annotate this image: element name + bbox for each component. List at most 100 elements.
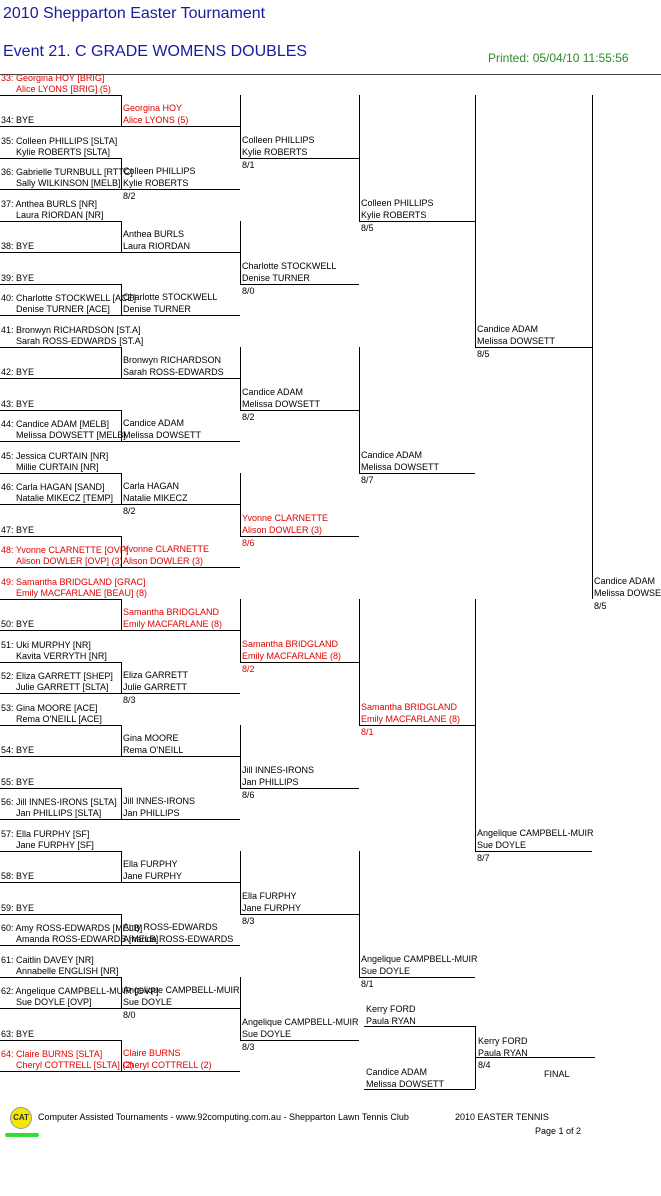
entry-line — [0, 409, 121, 411]
entry-line — [0, 630, 121, 631]
result-line — [359, 220, 475, 222]
bracket-connector — [240, 220, 241, 284]
result-line — [240, 661, 359, 663]
r2-winner: Samantha BRIDGLAND — [123, 607, 220, 617]
entry-52-name: 52: Eliza GARRETT [SHEP] — [1, 671, 113, 681]
entry-line — [0, 850, 121, 852]
entry-line — [0, 220, 121, 222]
r2-winner: Amy ROSS-EDWARDS — [123, 922, 218, 932]
entry-56-partner: Jan PHILLIPS [SLTA] — [16, 808, 102, 818]
r4-winner-partner: Kylie ROBERTS — [361, 209, 427, 220]
r3-score: 8/2 — [242, 663, 255, 674]
entry-40-name: 40: Charlotte STOCKWELL [ACE] — [1, 293, 137, 303]
entry-47-name: 47: BYE — [1, 524, 35, 535]
page-number: Page 1 of 2 — [535, 1126, 582, 1136]
entry-line — [0, 661, 121, 663]
entry-48-partner: Alison DOWLER [OVP] (3) — [16, 556, 123, 566]
entry-49-name: 49: Samantha BRIDGLAND [GRAC] — [1, 576, 146, 587]
entry-line — [0, 693, 121, 694]
entry-35-name: 35: Colleen PHILLIPS [SLTA] — [1, 135, 118, 146]
entry-61-partner: Annabelle ENGLISH [NR] — [16, 965, 119, 976]
r4-winner-partner: Emily MACFARLANE (8) — [361, 713, 461, 724]
entry-line — [0, 756, 121, 757]
r5-score: 8/5 — [477, 348, 490, 359]
entry-49-partner: Emily MACFARLANE [BEAU] (8) — [16, 587, 148, 598]
entry-52-partner: Julie GARRETT [SLTA] — [16, 682, 109, 692]
r2-winner: Bronwyn RICHARDSON — [123, 355, 222, 365]
r3-score: 8/6 — [242, 537, 255, 548]
entry-line — [0, 94, 121, 96]
entry-64-partner: Cheryl COTTRELL [SLTA] (2) — [16, 1060, 134, 1070]
bracket-connector — [121, 976, 122, 1008]
bracket-connector — [240, 94, 241, 158]
r3-winner: Ella FURPHY — [242, 890, 297, 901]
r2-winner: Candice ADAM — [123, 418, 185, 428]
r5-winner: Angelique CAMPBELL-MUIR — [477, 827, 594, 838]
bracket-connector — [240, 598, 241, 662]
bracket-connector — [475, 94, 476, 347]
result-line — [121, 189, 240, 190]
entry-41-name: 41: Bronwyn RICHARDSON [ST.A] — [1, 324, 141, 335]
result-line — [240, 1039, 359, 1041]
result-line — [121, 378, 240, 379]
bracket-connector — [121, 787, 122, 819]
r4-score: 8/1 — [361, 978, 374, 989]
entry-line — [0, 535, 121, 537]
entry-51-name: 51: Uki MURPHY [NR] — [1, 639, 91, 650]
final-score: 8/4 — [478, 1060, 491, 1070]
entry-34-name: 34: BYE — [1, 115, 35, 125]
entry-line — [0, 441, 121, 442]
final-name-1: Kerry FORD — [478, 1036, 528, 1046]
entry-60-partner: Amanda ROSS-EDWARDS [MELB] — [16, 934, 159, 944]
r3-winner: Angelique CAMPBELL-MUIR — [242, 1016, 359, 1027]
r3-winner: Candice ADAM — [242, 386, 304, 397]
entry-line — [0, 787, 121, 789]
final-name-2: Paula RYAN — [478, 1048, 528, 1058]
r2-winner-partner: Jane FURPHY — [123, 871, 183, 881]
printed-timestamp: Printed: 05/04/10 11:55:56 — [488, 51, 629, 65]
r2-winner-partner: Sarah ROSS-EDWARDS — [123, 367, 224, 377]
r4-winner: Angelique CAMPBELL-MUIR — [361, 953, 478, 964]
r4-score: 8/1 — [361, 726, 374, 737]
entry-60-name: 60: Amy ROSS-EDWARDS [MELB] — [1, 923, 143, 933]
r2-winner: Yvonne CLARNETTE — [123, 544, 210, 554]
r2-winner-partner: Kylie ROBERTS — [123, 178, 189, 188]
bracket-connector — [121, 409, 122, 441]
bracket-connector — [240, 976, 241, 1040]
other-name-4: Melissa DOWSETT — [366, 1079, 445, 1089]
entry-42-name: 42: BYE — [1, 367, 35, 377]
result-line — [240, 535, 359, 537]
entry-43-name: 43: BYE — [1, 398, 35, 409]
entry-50-name: 50: BYE — [1, 619, 35, 629]
r4-winner-partner: Melissa DOWSETT — [361, 461, 440, 472]
r2-winner-partner: Jan PHILLIPS — [123, 808, 180, 818]
r3-winner: Jill INNES-IRONS — [242, 764, 315, 775]
r2-winner-partner: Amanda ROSS-EDWARDS — [123, 934, 234, 944]
r3-winner-partner: Jane FURPHY — [242, 902, 302, 913]
entry-45-partner: Millie CURTAIN [NR] — [16, 461, 99, 472]
r2-winner: Angelique CAMPBELL-MUIR — [123, 985, 240, 995]
bracket-connector — [121, 535, 122, 567]
bracket-connector — [121, 220, 122, 252]
bracket-connector — [121, 598, 122, 630]
r2-score: 8/3 — [123, 695, 136, 705]
entry-48-name: 48: Yvonne CLARNETTE [OVP] — [1, 545, 129, 555]
entry-line — [0, 945, 121, 946]
result-line — [121, 1071, 240, 1072]
r3-winner: Charlotte STOCKWELL — [242, 260, 337, 271]
r6-winner-partner: Melissa DOWSETT — [594, 587, 661, 598]
r2-winner: Carla HAGAN — [123, 481, 180, 491]
entry-57-partner: Jane FURPHY [SF] — [16, 839, 94, 850]
r3-winner-partner: Alison DOWLER (3) — [242, 524, 323, 535]
r2-winner-partner: Cheryl COTTRELL (2) — [123, 1060, 212, 1070]
entry-46-name: 46: Carla HAGAN [SAND] — [1, 482, 105, 492]
r3-score: 8/3 — [242, 1041, 255, 1052]
result-line — [121, 1008, 240, 1009]
bracket-connector — [240, 346, 241, 410]
r2-score: 8/2 — [123, 191, 136, 201]
r3-winner-partner: Denise TURNER — [242, 272, 310, 283]
result-line — [240, 283, 359, 285]
r2-winner: Ella FURPHY — [123, 859, 178, 869]
r5-score: 8/7 — [477, 852, 490, 863]
bracket-connector — [121, 724, 122, 756]
